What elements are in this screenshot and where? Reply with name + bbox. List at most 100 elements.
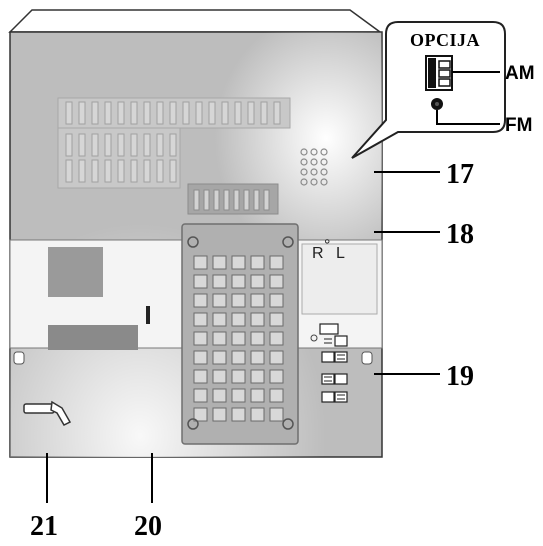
vent-slot (231, 255, 246, 270)
vent-slot (195, 101, 203, 125)
left-lower-block (48, 325, 138, 350)
vent-slot (250, 255, 265, 270)
vent-slot (104, 101, 112, 125)
vent-slot (130, 159, 138, 183)
vent-slot (130, 133, 138, 157)
vent-slot (104, 133, 112, 157)
heatsink-screw (187, 236, 199, 248)
vent-slots (65, 101, 281, 183)
heatsink-screw (187, 418, 199, 430)
vent-slot (269, 369, 284, 384)
vent-slot (212, 407, 227, 422)
vent-slot (231, 407, 246, 422)
vent-slot (221, 101, 229, 125)
callout-20: 20 (134, 511, 162, 541)
vent-slot (156, 159, 164, 183)
right-notch (361, 351, 373, 365)
vent-slot (193, 407, 208, 422)
vent-slot (193, 189, 200, 211)
vent-slot (250, 331, 265, 346)
vent-slot (130, 101, 138, 125)
left-dark-block (48, 247, 103, 297)
callout-17: 17 (446, 159, 474, 190)
speaker-terminals (319, 323, 348, 403)
vent-slot (231, 369, 246, 384)
vent-slot (182, 101, 190, 125)
vent-slot (193, 293, 208, 308)
vent-slot (117, 159, 125, 183)
vent-slot (193, 350, 208, 365)
heatsink-screw (282, 418, 294, 430)
vent-slot (247, 101, 255, 125)
vent-slot (233, 189, 240, 211)
vent-slot (193, 369, 208, 384)
channel-left-mark: L (336, 245, 345, 262)
vent-slot (231, 388, 246, 403)
vent-slot (78, 101, 86, 125)
vent-slot (212, 255, 227, 270)
heatsink-screw (282, 236, 294, 248)
vent-slot (193, 331, 208, 346)
vent-slot (117, 101, 125, 125)
vent-slot (104, 159, 112, 183)
vent-slot (212, 350, 227, 365)
vent-slot (269, 331, 284, 346)
connector-pins (300, 148, 328, 186)
callout-21: 21 (30, 511, 58, 541)
small-switch (146, 306, 150, 324)
vent-slot (91, 101, 99, 125)
vent-slot (193, 388, 208, 403)
vent-slot (231, 350, 246, 365)
channel-right-mark: R (312, 245, 324, 262)
right-terminal-block (301, 243, 378, 315)
vent-slot (253, 189, 260, 211)
vent-slot (243, 189, 250, 211)
vent-slot (212, 312, 227, 327)
vent-slot (234, 101, 242, 125)
vent-slot (223, 189, 230, 211)
vent-slot (269, 293, 284, 308)
callout-18: 18 (446, 219, 474, 250)
vent-slot (250, 312, 265, 327)
vent-slot (250, 274, 265, 289)
callout-19: 19 (446, 361, 474, 392)
vent-slot (263, 189, 270, 211)
antenna-ground-icon (310, 334, 318, 342)
vent-slot (78, 159, 86, 183)
vent-slot (65, 101, 73, 125)
vent-slot (231, 312, 246, 327)
vent-slot (213, 189, 220, 211)
svg-text:°: ° (324, 237, 330, 254)
vent-slot (169, 133, 177, 157)
vent-slot (193, 274, 208, 289)
vent-slot (260, 101, 268, 125)
unit-top-bevel (8, 9, 383, 33)
vent-slot (91, 133, 99, 157)
vent-slot (91, 159, 99, 183)
vent-slot (269, 350, 284, 365)
vent-slot (156, 101, 164, 125)
vent-slot (212, 388, 227, 403)
vent-slot (273, 101, 281, 125)
vent-slot (269, 312, 284, 327)
vent-slot (250, 293, 265, 308)
vent-slot (250, 350, 265, 365)
fm-antenna-jack (431, 98, 443, 110)
vent-slot (212, 274, 227, 289)
option-title: OPCIJA (410, 30, 480, 50)
upper-small-grille (187, 183, 279, 215)
power-cord-icon (23, 400, 72, 426)
vent-slot (78, 133, 86, 157)
vent-slot (212, 331, 227, 346)
vent-slot (65, 133, 73, 157)
am-antenna-terminal (425, 55, 453, 91)
vent-slot (212, 293, 227, 308)
vent-slot (143, 101, 151, 125)
left-notch (13, 351, 25, 365)
vent-slot (250, 388, 265, 403)
vent-slot (193, 312, 208, 327)
vent-slot (193, 255, 208, 270)
vent-slot (269, 255, 284, 270)
vent-slot (231, 293, 246, 308)
